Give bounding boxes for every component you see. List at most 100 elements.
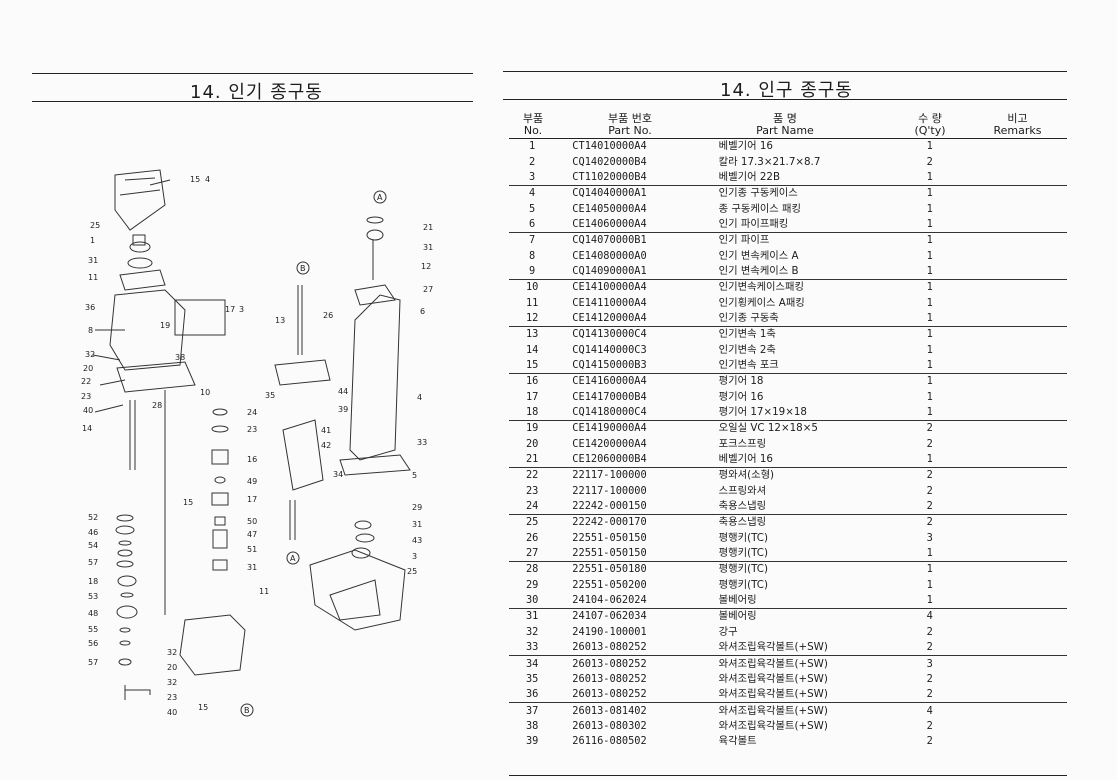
cell-no: 9	[529, 264, 536, 277]
callout-mid-12: 17	[247, 495, 257, 504]
callout-left-6: 32	[85, 350, 95, 359]
cell-pn: 22551-050180	[555, 561, 719, 578]
cell-pn: CQ14020000B4	[572, 155, 647, 168]
cell-remarks	[958, 232, 1067, 249]
cell-name: 베벨기어 16	[718, 140, 773, 153]
cell-qty: 1	[901, 185, 959, 202]
cell-name: 인기 파이프패킹	[718, 217, 789, 230]
cell-pn: CE14190000A4	[555, 420, 719, 437]
cell-name: 평기어 17×19×18	[718, 406, 807, 419]
callout-mid-4: 19	[160, 321, 170, 330]
callout-mid-1: 4	[205, 175, 210, 184]
cell-pn: CQ14040000A1	[555, 185, 719, 202]
cell-pn: 26013-081402	[555, 702, 719, 719]
circled-b-bottom: B	[244, 706, 250, 715]
cell-no: 8	[529, 249, 536, 262]
cell-no: 28	[509, 561, 556, 578]
cell-name: 칼라 17.3×21.7×8.7	[718, 155, 821, 168]
cell-remarks	[958, 625, 1067, 640]
cell-remarks	[958, 373, 1067, 390]
cell-no: 29	[525, 578, 539, 591]
cell-qty: 2	[901, 514, 959, 531]
cell-remarks	[958, 405, 1067, 421]
callout-right-5: 4	[417, 393, 422, 402]
callout-right-2: 12	[421, 262, 431, 271]
cell-name: 인기 변속케이스 A	[718, 249, 799, 262]
cell-pn: 22117-100000	[572, 484, 647, 497]
cell-pn: CE14170000B4	[572, 390, 647, 403]
cell-qty: 1	[926, 343, 933, 356]
cell-qty: 2	[926, 641, 933, 654]
circled-a-top: A	[377, 193, 383, 202]
cell-remarks	[958, 734, 1067, 749]
cell-name: 포크스프링	[718, 437, 767, 450]
cell-pn: CE14050000A4	[572, 202, 647, 215]
callout-left-13: 46	[88, 528, 98, 537]
cell-pn: 22551-050200	[572, 578, 647, 591]
cell-remarks	[958, 217, 1067, 233]
callout-mid-7: 28	[152, 401, 162, 410]
cell-no: 27	[525, 547, 539, 560]
cell-remarks	[958, 390, 1067, 405]
cell-qty: 2	[926, 719, 933, 732]
cell-pn: CE12060000B4	[572, 453, 647, 466]
cell-pn: CE14120000A4	[572, 311, 647, 324]
cell-pn: 26116-080502	[572, 735, 647, 748]
cell-qty: 1	[926, 406, 933, 419]
cell-no: 34	[509, 655, 556, 672]
cell-qty: 1	[926, 249, 933, 262]
exploded-parts-diagram: A B A B 25131113683220222340145246545718…	[81, 169, 433, 717]
right-page-title: 14. 인구 종구동	[720, 80, 853, 101]
cell-no: 20	[525, 437, 539, 450]
cell-name: 평기어 18	[718, 373, 901, 390]
cell-qty: 1	[926, 547, 933, 560]
cell-qty: 1	[901, 279, 959, 296]
callout-right-12: 25	[407, 567, 417, 576]
cell-no: 17	[525, 390, 539, 403]
cell-remarks	[958, 311, 1067, 327]
callout-left-3: 11	[88, 273, 98, 282]
callout-mid-27: 20	[167, 663, 177, 672]
cell-no: 13	[509, 326, 556, 343]
cell-remarks	[958, 326, 1067, 343]
cell-remarks	[958, 185, 1067, 202]
cell-no: 1	[529, 140, 536, 153]
cell-name: 볼베어링	[718, 608, 901, 625]
callout-mid-0: 15	[190, 175, 200, 184]
callout-mid-24: 42	[321, 441, 331, 450]
cell-pn: CE14080000A0	[572, 249, 647, 262]
cell-remarks	[958, 546, 1067, 562]
callout-mid-29: 23	[167, 693, 177, 702]
cell-qty: 1	[926, 217, 933, 230]
callout-left-5: 8	[88, 326, 93, 335]
callout-mid-17: 15	[183, 498, 193, 507]
callout-mid-3: 3	[239, 305, 244, 314]
callout-mid-14: 47	[247, 530, 257, 539]
cell-qty: 4	[901, 608, 959, 625]
callout-left-17: 53	[88, 592, 98, 601]
callout-left-15: 57	[88, 558, 98, 567]
cell-name: 인기변속 2축	[718, 343, 776, 356]
callout-mid-20: 35	[265, 391, 275, 400]
callout-numbers: 2513111368322022234014524654571853485556…	[81, 175, 433, 717]
table-row: 8 CE14080000A0 인기 변속케이스 A 1	[509, 248, 1067, 263]
cell-pn: CT11020000B4	[572, 170, 647, 183]
cell-name: 축용스냅링	[718, 500, 767, 513]
cell-remarks	[958, 279, 1067, 296]
cell-no: 18	[525, 406, 539, 419]
